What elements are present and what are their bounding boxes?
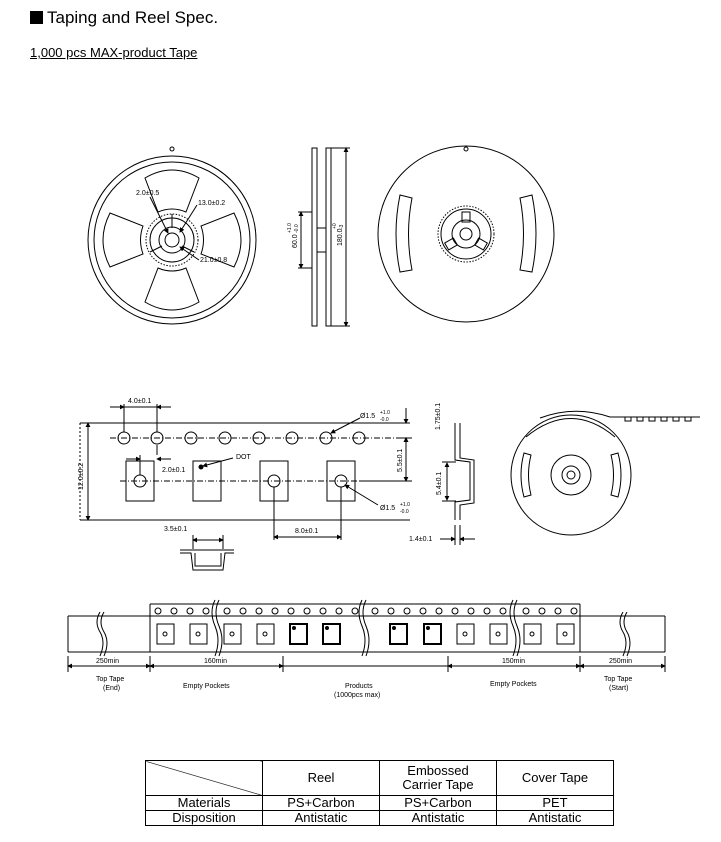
- reel-side-view: [298, 147, 350, 327]
- spec-cell-reel: PS+Carbon: [262, 795, 380, 811]
- label-products: Products: [345, 683, 373, 690]
- table-row: Materials PS+Carbon PS+Carbon PET: [145, 795, 614, 811]
- label-top-tape-end-2: (End): [103, 685, 120, 692]
- dim-center: 5.5±0.1: [397, 449, 404, 472]
- spec-cell-carrier: Antistatic: [379, 810, 497, 826]
- technical-drawing: 2.0±0.5 13.0±0.2 21.0±0.8 60.0 +1.0 -0.0…: [67, 145, 700, 699]
- leader-trailer-tape: [67, 599, 666, 672]
- dim-diameter-tol-minus: -3: [339, 224, 345, 229]
- dim-hub-tol-minus: -0.0: [294, 224, 300, 233]
- tape-side-section: [440, 423, 475, 545]
- dim-pitch-pocket: 8.0±0.1: [295, 528, 318, 535]
- dim-len-right: 250min: [609, 658, 632, 665]
- dim-thickness: 1.4±0.1: [409, 536, 432, 543]
- spec-header-carrier-line2: Carrier Tape: [402, 777, 474, 792]
- spec-header-cover: Cover Tape: [496, 760, 614, 796]
- dim-hole: 2.0±0.5: [136, 190, 159, 197]
- spec-cell-carrier: PS+Carbon: [379, 795, 497, 811]
- dim-len-empty-right: 150min: [502, 658, 525, 665]
- dim-len-empty-left: 160min: [204, 658, 227, 665]
- page-title: Taping and Reel Spec.: [30, 8, 218, 28]
- label-empty-pockets-left: Empty Pockets: [183, 683, 230, 690]
- spec-cell-cover: PET: [496, 795, 614, 811]
- dim-diameter-tol-plus: +0: [332, 223, 338, 229]
- dim-len-left: 250min: [96, 658, 119, 665]
- label-empty-pockets-right: Empty Pockets: [490, 681, 537, 688]
- label-top-tape-start: Top Tape: [604, 676, 632, 683]
- reel-front-view: [87, 146, 257, 325]
- spec-row-label: Disposition: [145, 810, 263, 826]
- title-text: Taping and Reel Spec.: [47, 8, 219, 27]
- square-bullet-icon: [30, 11, 43, 24]
- dim-hole-dia: Ø1.5: [360, 413, 375, 420]
- dim-diameter: 180.0: [337, 228, 344, 246]
- dim-pocket-hole-tol-plus: +1.0: [400, 502, 410, 508]
- dim-pocket-hole: Ø1.5: [380, 505, 395, 512]
- spec-row-label: Materials: [145, 795, 263, 811]
- dim-offset: 2.0±0.1: [162, 467, 185, 474]
- reel-back-view: [377, 145, 555, 323]
- spec-cell-reel: Antistatic: [262, 810, 380, 826]
- small-reel-view: [510, 410, 700, 536]
- dim-pocket-h: 5.4±0.1: [436, 472, 443, 495]
- carrier-tape-top-view: [79, 404, 412, 540]
- dim-pitch-hole: 4.0±0.1: [128, 398, 151, 405]
- spec-header-carrier-line1: Embossed: [407, 763, 469, 778]
- dim-hub-width: 60.0: [292, 234, 299, 248]
- dim-width: 12.0±0.2: [78, 463, 85, 490]
- dim-hole-tol-minus: -0.0: [380, 417, 389, 423]
- spec-corner-cell: [145, 760, 263, 796]
- pocket-cross-section: [180, 535, 234, 571]
- dim-pocket-w: 3.5±0.1: [164, 526, 187, 533]
- dim-hub: 13.0±0.2: [198, 200, 225, 207]
- dim-hub-tol-plus: +1.0: [287, 223, 293, 233]
- spec-header-reel: Reel: [262, 760, 380, 796]
- label-top-tape-end: Top Tape: [96, 676, 124, 683]
- spec-cell-cover: Antistatic: [496, 810, 614, 826]
- table-row: Disposition Antistatic Antistatic Antist…: [145, 810, 614, 826]
- label-products-2: (1000pcs max): [334, 692, 380, 699]
- dim-inner: 21.0±0.8: [200, 257, 227, 264]
- dim-pocket-hole-tol-minus: -0.0: [400, 509, 409, 515]
- dim-edge: 1.75±0.1: [435, 403, 442, 430]
- label-dot: DOT: [236, 454, 252, 461]
- section-subtitle: 1,000 pcs MAX-product Tape: [30, 45, 198, 60]
- label-top-tape-start-2: (Start): [609, 685, 628, 692]
- dim-hole-tol-plus: +1.0: [380, 410, 390, 416]
